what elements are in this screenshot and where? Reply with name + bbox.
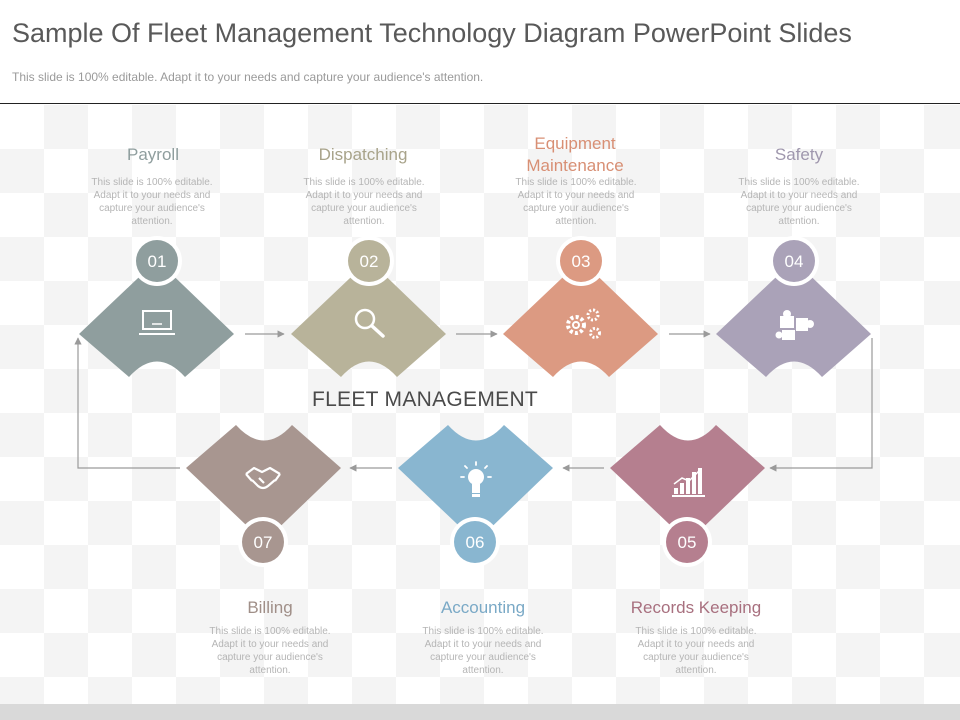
bar-chart-icon [672, 468, 705, 497]
step-04-node: 04 [716, 236, 871, 377]
step-03-number: 03 [572, 252, 591, 271]
slide-title: Sample Of Fleet Management Technology Di… [12, 18, 852, 48]
step-06-node: 06 [398, 425, 553, 567]
step-02-title: Dispatching [318, 145, 408, 164]
background-pattern [0, 105, 960, 705]
step-04-number: 04 [785, 252, 804, 271]
step-01-badge [136, 240, 178, 282]
arrow-07-01 [74, 337, 180, 469]
step-06-title: Accounting [440, 598, 526, 617]
footer-bar [0, 704, 960, 720]
step-06-number: 06 [466, 533, 485, 552]
step-04-badge [773, 240, 815, 282]
step-05-number: 05 [678, 533, 697, 552]
step-03-badge [560, 240, 602, 282]
step-03-shape [503, 260, 658, 377]
step-03-desc: This slide is 100% editable. Adapt it to… [515, 177, 637, 227]
step-05-title: Records Keeping [630, 598, 762, 617]
step-02-desc: This slide is 100% editable. Adapt it to… [303, 177, 425, 227]
step-07-node: 07 [186, 425, 341, 567]
step-01-shape [79, 260, 234, 377]
arrow-04-05 [769, 338, 873, 472]
center-label: FLEET MANAGEMENT [311, 388, 539, 411]
step-01-node: 01 [79, 236, 234, 377]
magnifier-icon [354, 308, 385, 338]
step-03-node: 03 [503, 236, 658, 377]
step-02-badge [348, 240, 390, 282]
step-04-desc: This slide is 100% editable. Adapt it to… [738, 177, 860, 227]
handshake-icon [245, 466, 281, 490]
step-06-badge [454, 521, 496, 563]
step-06-desc: This slide is 100% editable. Adapt it to… [422, 626, 544, 676]
slide-subtitle: This slide is 100% editable. Adapt it to… [12, 70, 484, 84]
step-02-number: 02 [360, 252, 379, 271]
step-03-title: Equipment Maintenance [526, 134, 624, 175]
step-07-desc: This slide is 100% editable. Adapt it to… [209, 626, 331, 676]
step-07-number: 07 [254, 533, 273, 552]
step-02-node: 02 [291, 236, 446, 377]
step-07-badge [242, 521, 284, 563]
step-01-title: Payroll [127, 145, 179, 164]
laptop-icon [139, 310, 175, 335]
step-01-number: 01 [148, 252, 167, 271]
title-divider [0, 103, 960, 104]
step-05-badge [666, 521, 708, 563]
step-01-desc: This slide is 100% editable. Adapt it to… [91, 177, 213, 227]
lightbulb-icon [460, 461, 492, 497]
step-05-node: 05 [610, 425, 765, 567]
gears-icon [566, 308, 601, 339]
step-04-title: Safety [774, 145, 824, 164]
step-07-title: Billing [247, 598, 293, 617]
step-05-desc: This slide is 100% editable. Adapt it to… [635, 626, 757, 676]
puzzle-icon [775, 310, 814, 340]
step-02-shape [291, 260, 446, 377]
